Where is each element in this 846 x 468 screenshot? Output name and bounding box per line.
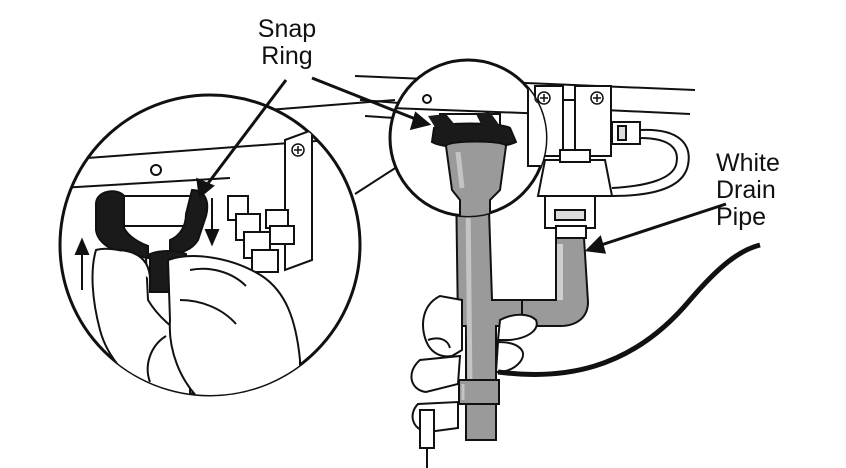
snap-ring-label-line-2: Ring	[261, 42, 313, 70]
white-drain-pipe-label-line-2: Drain	[716, 176, 776, 204]
snap-ring-leader-lines	[196, 76, 432, 199]
down-arrow-icon	[204, 198, 220, 247]
snap-ring-upper	[95, 190, 149, 260]
white-drain-pipe-label: White Drain Pipe	[716, 150, 820, 231]
zoom-circle-left	[58, 93, 362, 397]
white-drain-pipe-label-line-3: Pipe	[716, 203, 767, 231]
main-drain-pipe	[454, 179, 523, 441]
up-arrow-icon	[74, 237, 90, 290]
hand-icon	[91, 247, 301, 395]
lower-tube	[419, 409, 435, 468]
power-cord	[497, 242, 761, 377]
snap-ring-label: Snap Ring	[246, 16, 328, 70]
wire-connector	[611, 121, 690, 197]
pump-assembly	[534, 85, 614, 229]
screw-icon	[537, 91, 604, 105]
zoom-circle-middle	[388, 58, 548, 218]
hand-icon	[410, 294, 538, 434]
snap-ring-label-line-1: Snap	[257, 15, 317, 43]
white-drain-pipe	[521, 225, 590, 327]
white-drain-pipe-label-line-1: White	[716, 149, 780, 177]
drain-pipe-leader-line	[584, 202, 727, 254]
